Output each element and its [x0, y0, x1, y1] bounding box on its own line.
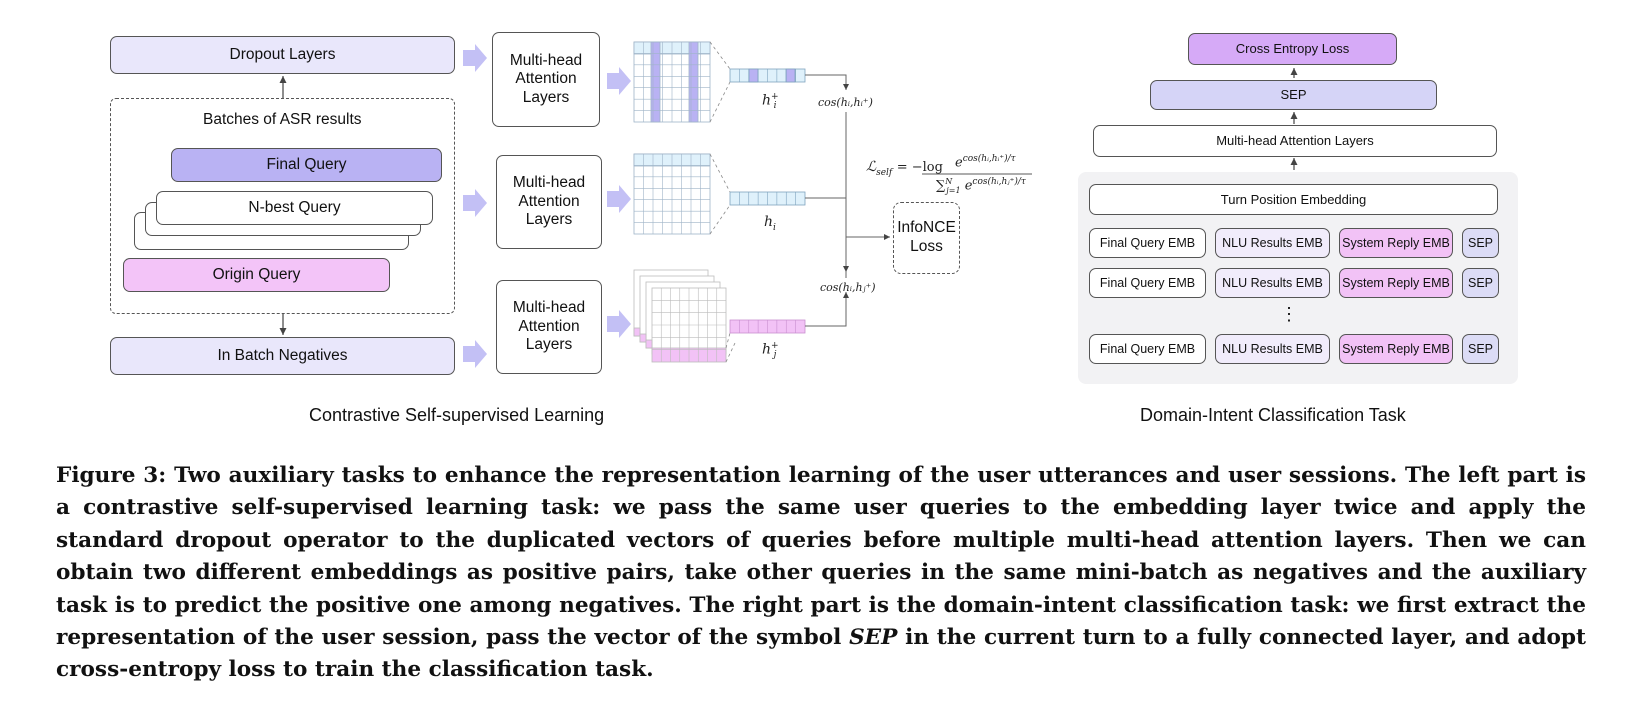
label-h-i: hi: [764, 214, 776, 233]
left-title: Contrastive Self-supervised Learning: [309, 405, 605, 425]
loss-numerator: ecos(hᵢ,hᵢ⁺)/τ: [955, 154, 1016, 171]
ellipsis: ⋮: [1280, 304, 1298, 324]
system-reply-emb-1: System Reply EMB: [1339, 228, 1453, 258]
final-query-emb-2: Final Query EMB: [1089, 268, 1206, 298]
right-title: Domain-Intent Classification Task: [1140, 405, 1406, 425]
system-reply-emb-3: System Reply EMB: [1339, 334, 1453, 364]
cos-positive: cos(hᵢ,hᵢ⁺): [818, 96, 873, 109]
figure-caption: Figure 3: Two auxiliary tasks to enhance…: [56, 463, 1586, 683]
sep-emb-3: SEP: [1462, 334, 1499, 364]
final-query: Final Query: [171, 148, 442, 182]
cross-entropy-loss: Cross Entropy Loss: [1188, 33, 1397, 65]
sep-output: SEP: [1150, 80, 1437, 110]
final-query-emb-1: Final Query EMB: [1089, 228, 1206, 258]
batches-container: [110, 98, 455, 314]
nbest-query: N-best Query: [156, 191, 433, 225]
turn-position-embedding: Turn Position Embedding: [1089, 184, 1498, 215]
label-h-neg: h+j: [762, 341, 779, 361]
dropout-layers: Dropout Layers: [110, 36, 455, 74]
origin-query: Origin Query: [123, 258, 390, 292]
batches-label: Batches of ASR results: [203, 111, 362, 128]
sep-emb-1: SEP: [1462, 228, 1499, 258]
flow-arrows: [463, 44, 631, 368]
system-reply-emb-2: System Reply EMB: [1339, 268, 1453, 298]
nlu-results-emb-2: NLU Results EMB: [1215, 268, 1330, 298]
right-mha: Multi-head Attention Layers: [1093, 125, 1497, 157]
label-h-pos: h+i: [762, 92, 779, 112]
loss-lhs: ℒself = −log: [866, 159, 943, 178]
final-query-emb-3: Final Query EMB: [1089, 334, 1206, 364]
nlu-results-emb-3: NLU Results EMB: [1215, 334, 1330, 364]
cos-negative: cos(hᵢ,hⱼ⁺): [820, 281, 876, 294]
loss-denominator: ∑Nj=1 ecos(hᵢ,hⱼ⁺)/τ: [936, 177, 1026, 195]
in-batch-negatives: In Batch Negatives: [110, 337, 455, 375]
sep-emb-2: SEP: [1462, 268, 1499, 298]
nlu-results-emb-1: NLU Results EMB: [1215, 228, 1330, 258]
